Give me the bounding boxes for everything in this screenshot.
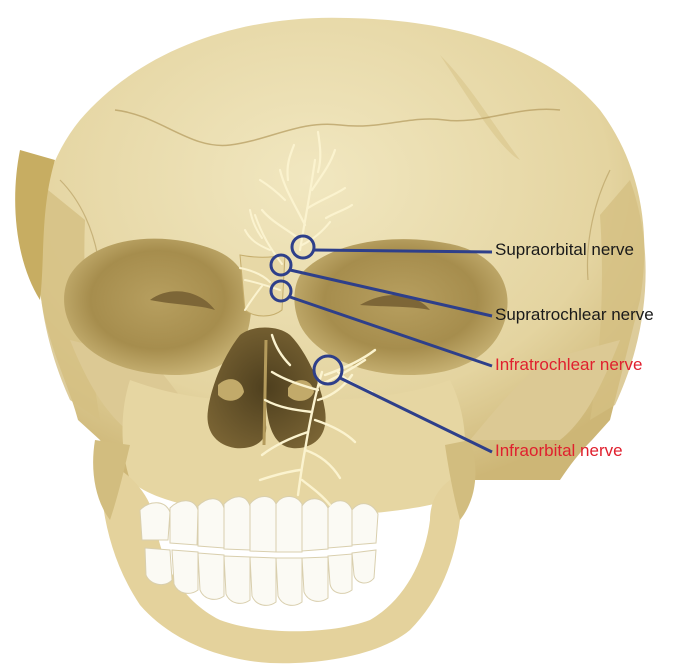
leader-supraorbital: [314, 250, 492, 252]
nasal-septum: [264, 340, 266, 445]
label-supraorbital-nerve: Supraorbital nerve: [495, 240, 634, 260]
label-infraorbital-nerve: Infraorbital nerve: [495, 441, 623, 461]
upper-teeth: [140, 497, 378, 553]
label-infratrochlear-nerve: Infratrochlear nerve: [495, 355, 642, 375]
label-supratrochlear-nerve: Supratrochlear nerve: [495, 305, 654, 325]
